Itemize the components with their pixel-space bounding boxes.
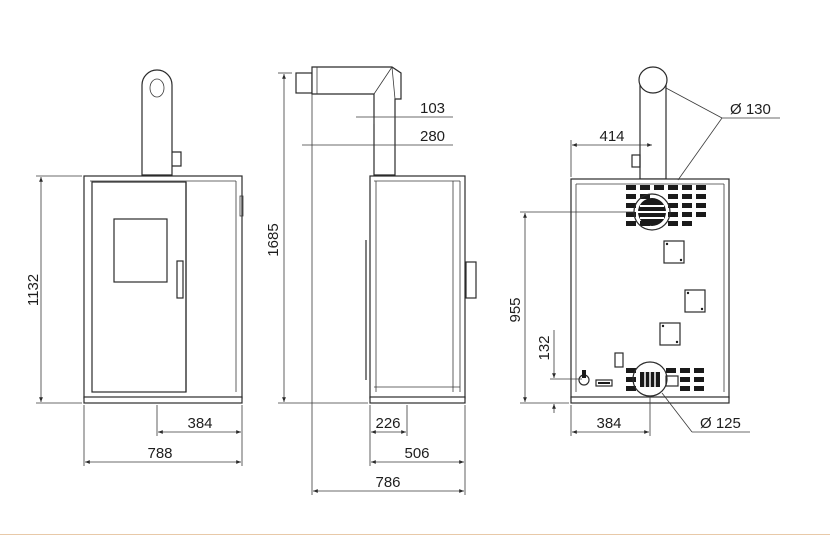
rear-lower-height-label: 132: [536, 335, 553, 360]
side-view: 1685 103 280 226 506 786: [265, 66, 477, 495]
side-total-height-dimension: 1685: [265, 72, 368, 404]
front-stove-body: [83, 175, 244, 404]
side-flue-depth-b-dimension: 280: [302, 94, 453, 495]
rear-upper-height-dimension: 955: [507, 211, 634, 404]
side-body-depth-dimension: 506: [371, 405, 466, 495]
side-flue-pipe: [295, 66, 402, 176]
rear-flue-bottom-diameter-callout: Ø 125: [661, 392, 750, 433]
front-flue-offset-dimension: 384: [156, 405, 243, 466]
side-total-height-label: 1685: [265, 223, 282, 256]
rear-lower-height-dimension: 132: [536, 330, 582, 413]
rear-flue-top-offset-dimension: 414: [570, 128, 652, 177]
front-flue-offset-label: 384: [187, 415, 212, 432]
front-flue-pipe: [141, 69, 182, 176]
side-stove-body: [365, 175, 477, 404]
rear-upper-height-label: 955: [507, 297, 524, 322]
side-flue-depth-a-label: 103: [420, 100, 445, 117]
side-flue-depth-b-label: 280: [420, 128, 445, 145]
rear-bottom-offset-label: 384: [596, 415, 621, 432]
front-height-dimension: 1132: [25, 175, 82, 404]
side-total-depth-dimension: 786: [313, 474, 464, 493]
front-width-dimension: 788: [83, 405, 241, 466]
side-foot-offset-label: 226: [375, 415, 400, 432]
rear-flue-top-offset-label: 414: [599, 128, 624, 145]
front-width-label: 788: [147, 445, 172, 462]
rear-lower-vent-grille: [578, 352, 704, 397]
rear-view: Ø 130 414 955 132 384: [507, 66, 780, 436]
front-view: 1132 384 788: [25, 69, 244, 466]
front-height-label: 1132: [25, 274, 42, 306]
side-foot-offset-dimension: 226: [369, 405, 408, 466]
side-total-depth-label: 786: [375, 474, 400, 491]
rear-access-panels: [659, 240, 706, 346]
rear-upper-vent-grille: [626, 185, 706, 231]
rear-flue-pipe: [631, 66, 668, 180]
rear-flue-top-diameter-label: Ø 130: [730, 101, 771, 118]
rear-flue-bottom-diameter-label: Ø 125: [700, 415, 741, 432]
side-flue-depth-a-dimension: 103: [356, 100, 453, 124]
side-body-depth-label: 506: [404, 445, 429, 462]
footer-rule: [0, 534, 830, 535]
rear-bottom-offset-dimension: 384: [570, 396, 651, 436]
rear-flue-top-diameter-callout: Ø 130: [665, 87, 780, 181]
